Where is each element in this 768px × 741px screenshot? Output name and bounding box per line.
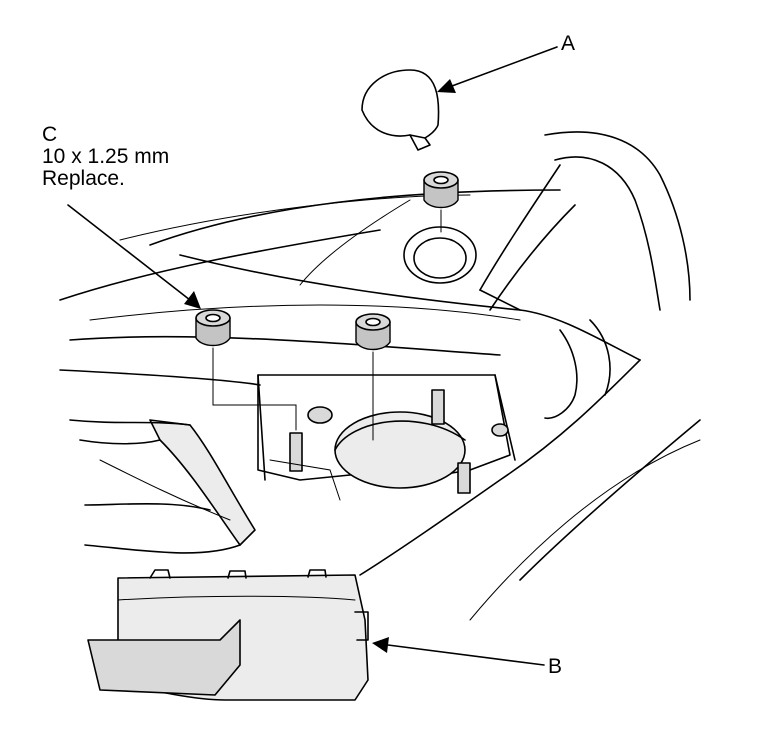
callout-label-c: C 10 x 1.25 mm Replace.	[42, 124, 169, 190]
callout-label-a: A	[561, 33, 575, 55]
spring-mount-area	[257, 374, 516, 501]
callout-a-letter: A	[561, 32, 576, 55]
cowl-cover-b	[87, 569, 369, 701]
callout-c-letter: C	[42, 123, 58, 146]
callout-c-note: Replace.	[42, 167, 125, 190]
fender-panel	[59, 189, 641, 386]
tie-arm	[69, 419, 256, 554]
leader-arrow-c	[67, 204, 201, 309]
leader-arrow-a	[437, 46, 558, 93]
callout-label-b: B	[548, 656, 562, 678]
leader-arrow-b	[372, 637, 545, 666]
nut-top	[423, 171, 459, 209]
callout-b-letter: B	[548, 655, 563, 678]
nut-center	[355, 313, 391, 351]
nut-left	[195, 309, 231, 347]
alignment-lines	[212, 209, 442, 441]
callout-c-size: 10 x 1.25 mm	[42, 145, 170, 168]
cap-cover-a	[361, 69, 440, 151]
mount-hole	[403, 226, 477, 284]
strut-tower-frame	[359, 131, 701, 621]
